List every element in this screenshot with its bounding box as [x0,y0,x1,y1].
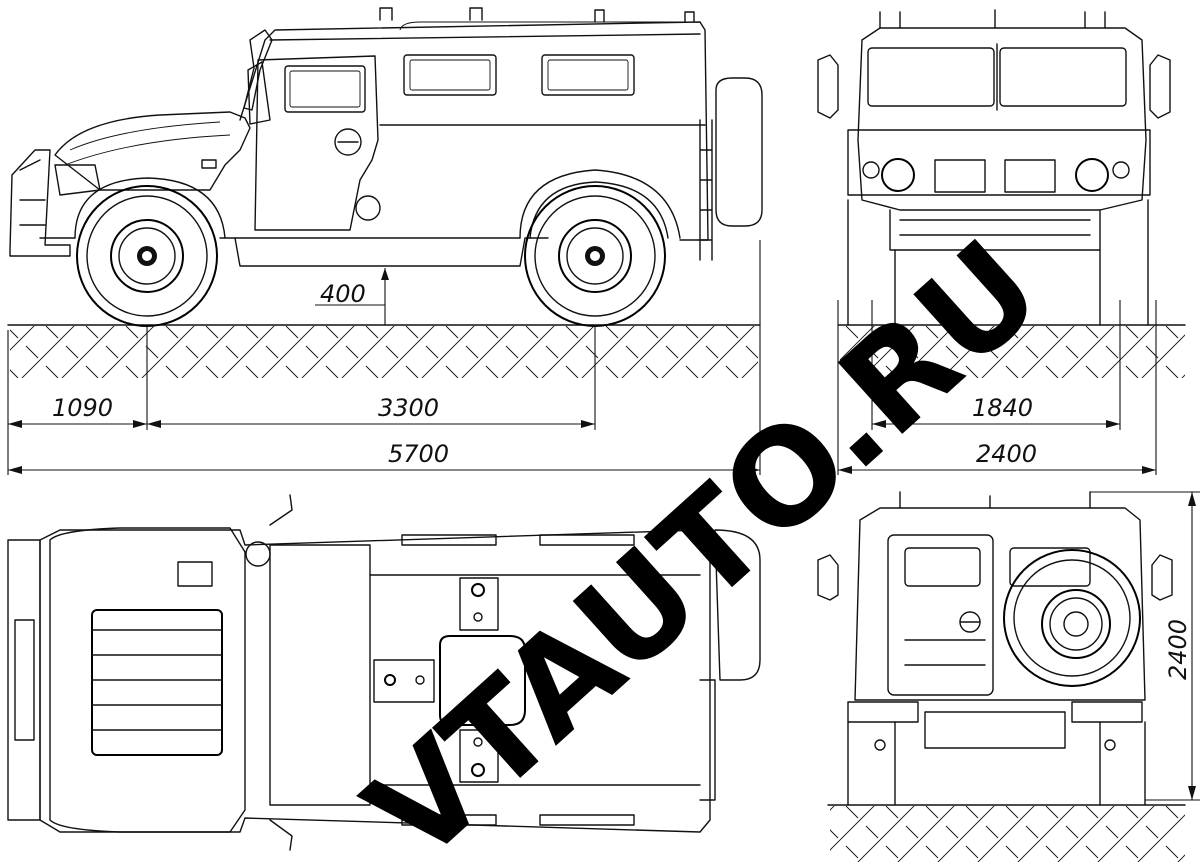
top-view [7,494,761,851]
side-ground [7,324,761,378]
overall-width-label: 2400 [976,440,1037,468]
track-width-label: 1840 [972,394,1033,422]
front-overhang-label: 1090 [52,394,113,422]
rear-ground [827,804,1186,862]
front-body [817,9,1171,326]
front-view: 1840 2400 [817,9,1186,475]
overall-height-label: 2400 [1164,619,1192,680]
front-dimensions [837,300,1157,475]
rear-view: 2400 [817,491,1200,862]
wheelbase-label: 3300 [378,394,439,422]
ground-clearance-label: 400 [320,280,366,308]
side-view: 400 1090 3300 5700 [7,7,763,475]
side-front-wheel [76,185,218,327]
watermark: VTAUTO.RU [338,212,1069,868]
overall-length-label: 5700 [388,440,449,468]
side-body [9,7,763,267]
side-rear-wheel [524,185,666,327]
side-dimensions [7,240,761,475]
rear-body [817,491,1173,806]
rear-dimensions [1090,491,1200,801]
front-ground [837,324,1186,378]
